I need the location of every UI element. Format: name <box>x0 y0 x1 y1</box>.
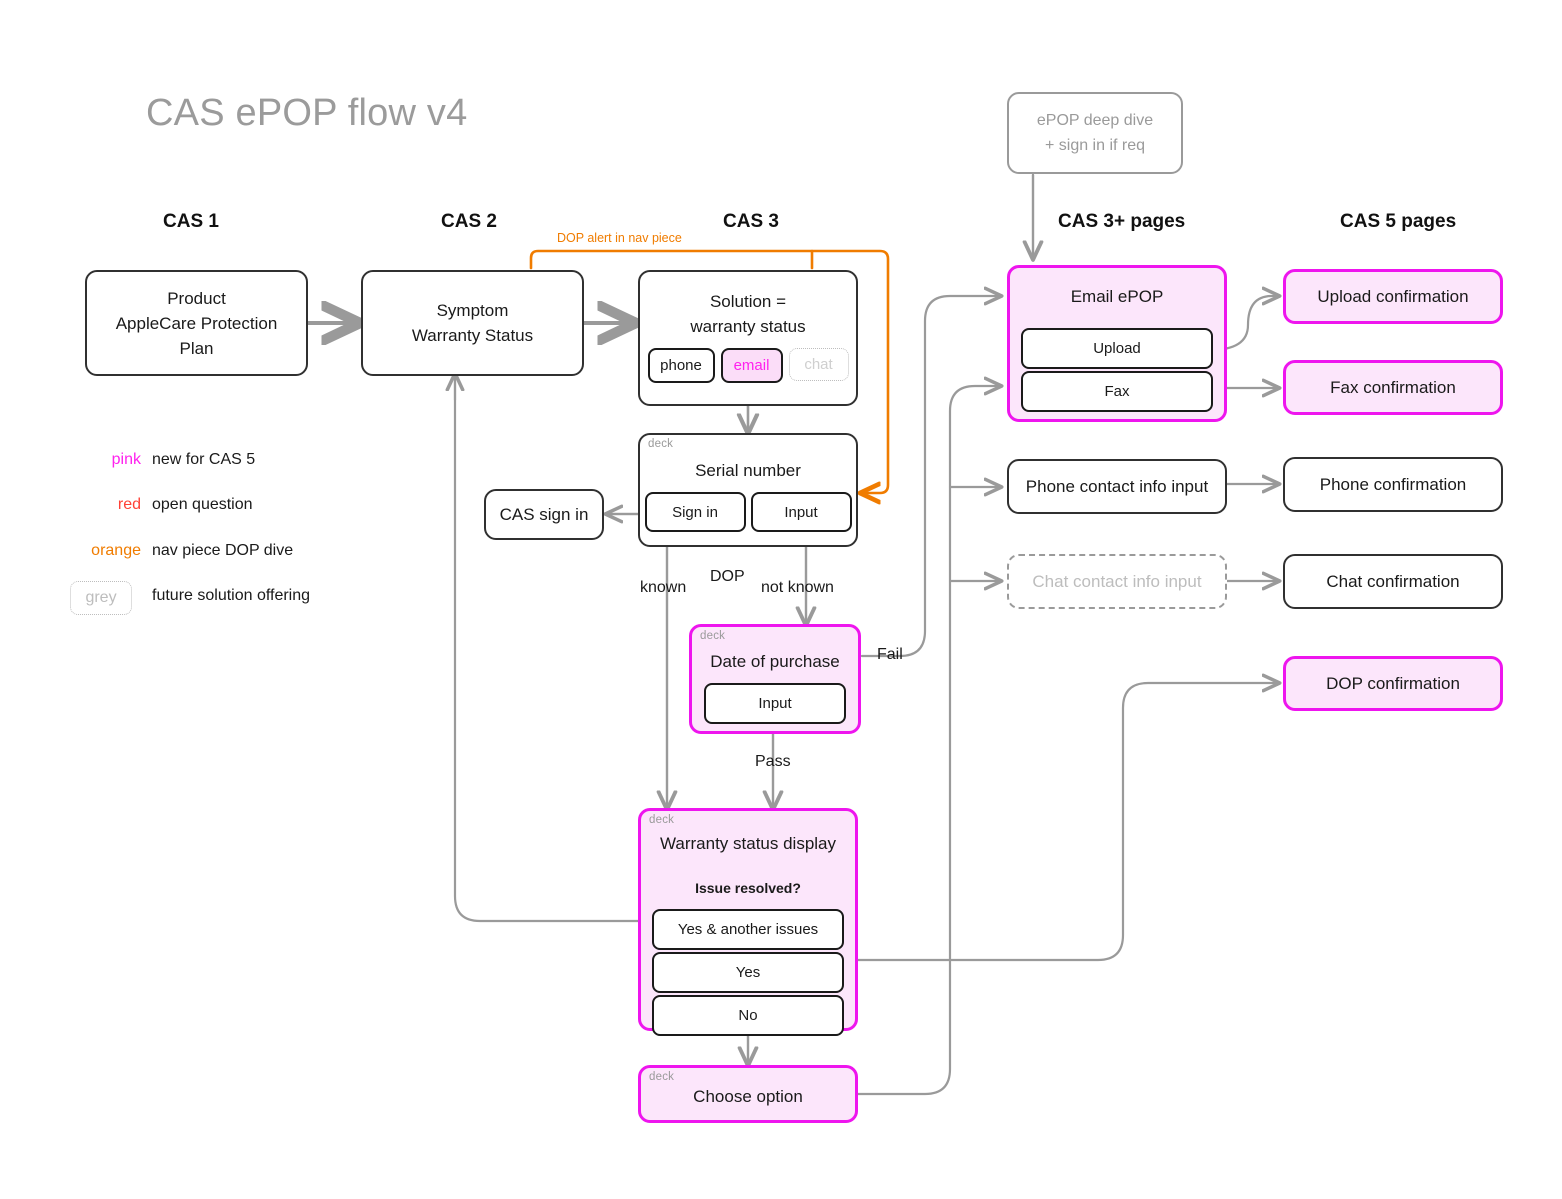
legend-desc-grey: future solution offering <box>152 587 311 604</box>
legend-desc-red: open question <box>152 496 253 513</box>
node-phone-contact-info-input[interactable]: Phone contact info input <box>1007 459 1227 514</box>
serial-button-input[interactable]: Input <box>750 492 852 532</box>
legend-key-red: red <box>117 496 141 513</box>
node-line-2: + sign in if req <box>1044 137 1146 154</box>
deck-tag: deck <box>649 1071 675 1083</box>
node-cas-sign-in[interactable]: CAS sign in <box>484 489 604 540</box>
node-title: Upload confirmation <box>1317 287 1469 306</box>
node-line-2: warranty status <box>690 317 806 336</box>
legend-chip-grey: grey <box>70 581 132 615</box>
node-line-1: Symptom <box>436 301 509 320</box>
email-epop-button-upload[interactable]: Upload <box>1021 328 1213 369</box>
node-title: Serial number <box>695 461 801 480</box>
warranty-button-yes[interactable]: Yes <box>652 952 844 993</box>
warranty-button-yes-and-another[interactable]: Yes & another issues <box>652 909 844 950</box>
warranty-question: Issue resolved? <box>695 880 801 896</box>
node-line-1: Solution = <box>709 292 787 311</box>
dop-button-row: Input <box>704 683 846 724</box>
email-epop-button-group: Upload Fax <box>1021 328 1213 412</box>
dop-button-input[interactable]: Input <box>704 683 846 724</box>
column-header-cas5: CAS 5 pages <box>1340 211 1457 232</box>
deck-tag: deck <box>649 814 675 826</box>
edge-label-dop: DOP <box>710 568 745 585</box>
node-warranty-status-display[interactable]: deck Warranty status display Issue resol… <box>638 808 858 1036</box>
node-line-1: ePOP deep dive <box>1036 112 1154 129</box>
node-title: Phone contact info input <box>1025 477 1209 496</box>
solution-option-phone[interactable]: phone <box>647 348 715 383</box>
node-title: CAS sign in <box>499 505 589 524</box>
node-line-1: Product <box>167 288 226 308</box>
deck-tag: deck <box>648 438 674 450</box>
node-dop-confirmation[interactable]: DOP confirmation <box>1283 656 1503 711</box>
node-solution-warranty-status[interactable]: Solution = warranty status phone email c… <box>638 270 858 406</box>
node-chat-contact-info-input[interactable]: Chat contact info input <box>1007 554 1227 609</box>
solution-option-chat[interactable]: chat <box>788 348 849 381</box>
serial-button-sign-in[interactable]: Sign in <box>644 492 746 532</box>
node-chat-confirmation[interactable]: Chat confirmation <box>1283 554 1503 609</box>
warranty-button-no[interactable]: No <box>652 995 844 1036</box>
node-title: DOP confirmation <box>1326 674 1460 693</box>
node-symptom-warranty-status[interactable]: Symptom Warranty Status <box>361 270 584 376</box>
column-header-cas3: CAS 3 <box>723 211 779 232</box>
node-fax-confirmation[interactable]: Fax confirmation <box>1283 360 1503 415</box>
edge-label-pass: Pass <box>755 753 791 770</box>
node-line-2: AppleCare Protection <box>115 313 278 333</box>
legend-key-pink: pink <box>111 451 141 468</box>
node-serial-number[interactable]: deck Serial number Sign in Input <box>638 433 858 547</box>
node-choose-option[interactable]: deck Choose option <box>638 1065 858 1123</box>
edge-label-not-known: not known <box>761 579 834 596</box>
column-header-cas3plus: CAS 3+ pages <box>1058 211 1186 232</box>
node-date-of-purchase[interactable]: deck Date of purchase Input <box>689 624 861 734</box>
node-phone-confirmation[interactable]: Phone confirmation <box>1283 457 1503 512</box>
node-title: Fax confirmation <box>1330 378 1456 397</box>
serial-button-row: Sign in Input <box>644 492 852 532</box>
node-email-epop[interactable]: Email ePOP Upload Fax <box>1007 265 1227 422</box>
node-title: Chat contact info input <box>1032 572 1202 591</box>
node-title: Phone confirmation <box>1319 475 1467 494</box>
legend-key-orange: orange <box>91 542 141 559</box>
node-title: Warranty status display <box>659 834 837 853</box>
node-line-3: Plan <box>179 338 214 358</box>
edge-label-dop-alert: DOP alert in nav piece <box>557 231 682 245</box>
column-header-cas1: CAS 1 <box>163 211 219 232</box>
node-product-applecare[interactable]: Product AppleCare Protection Plan <box>85 270 308 376</box>
legend-desc-pink: new for CAS 5 <box>152 451 256 468</box>
node-title: Chat confirmation <box>1326 572 1460 591</box>
page-title: CAS ePOP flow v4 <box>146 92 468 134</box>
email-epop-button-fax[interactable]: Fax <box>1021 371 1213 412</box>
warranty-button-group: Yes & another issues Yes No <box>652 909 844 1036</box>
column-header-cas2: CAS 2 <box>441 211 497 232</box>
node-epop-deep-dive[interactable]: ePOP deep dive + sign in if req <box>1007 92 1183 174</box>
edge-label-fail: Fail <box>877 646 903 663</box>
node-line-2: Warranty Status <box>411 326 534 345</box>
node-title: Choose option <box>693 1087 803 1106</box>
node-title: Email ePOP <box>1070 287 1164 306</box>
solution-option-row: phone email chat <box>647 348 849 383</box>
deck-tag: deck <box>700 630 726 642</box>
solution-option-email[interactable]: email <box>720 348 783 383</box>
legend-desc-orange: nav piece DOP dive <box>152 542 294 559</box>
node-title: Date of purchase <box>710 652 840 671</box>
edge-label-known: known <box>640 579 687 596</box>
node-upload-confirmation[interactable]: Upload confirmation <box>1283 269 1503 324</box>
